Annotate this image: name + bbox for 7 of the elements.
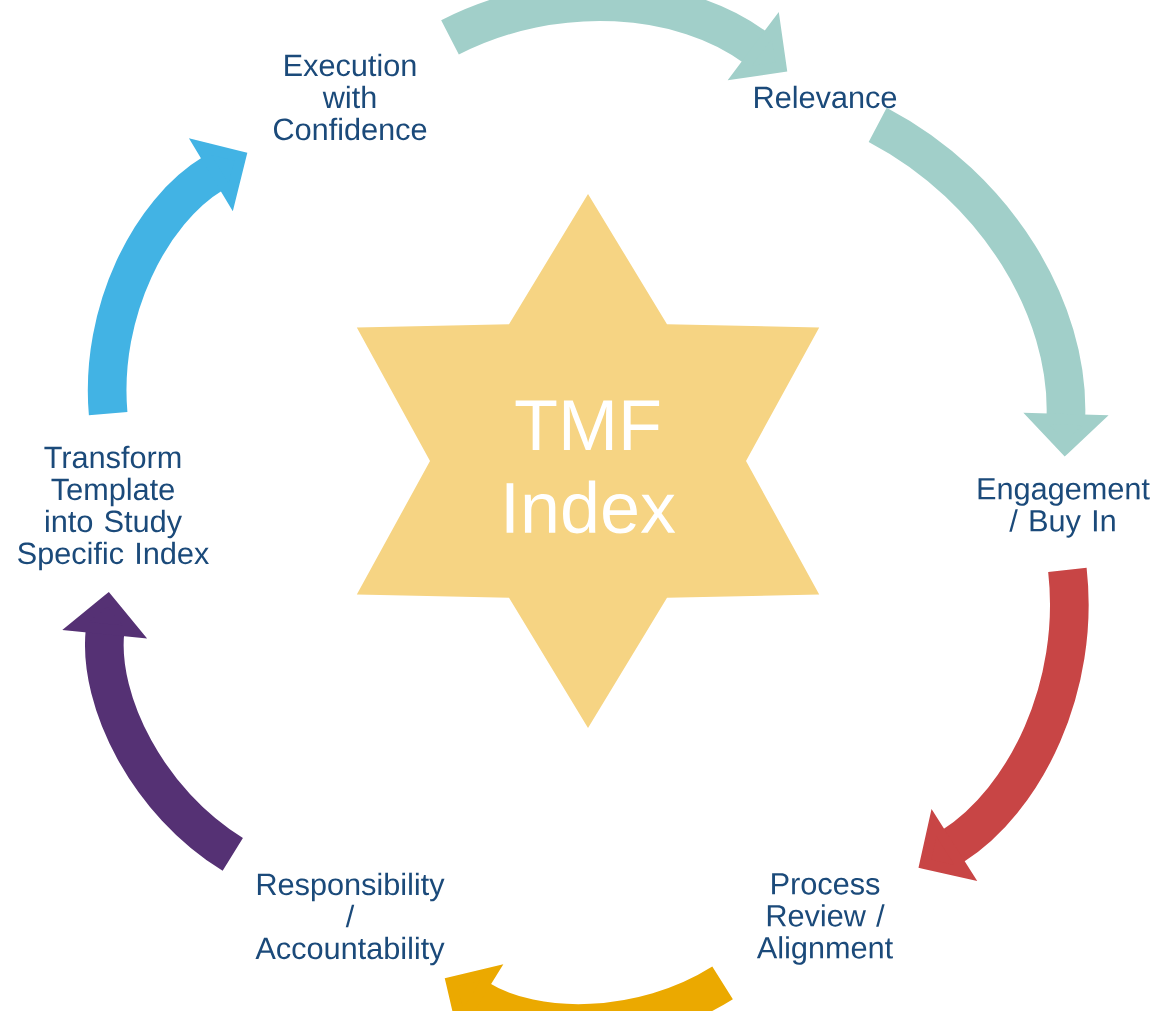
step-label: Execution with Confidence <box>274 53 427 141</box>
star: TMF Index <box>356 194 820 728</box>
step-label: Responsibility / Accountability <box>255 872 445 966</box>
step-label: Transform Template into Study Specific Index <box>18 445 209 571</box>
step-label: Process Review / Alignment <box>756 873 893 965</box>
step-label: Engagement / Buy In <box>978 478 1150 538</box>
step-label: Relevance <box>755 85 897 109</box>
